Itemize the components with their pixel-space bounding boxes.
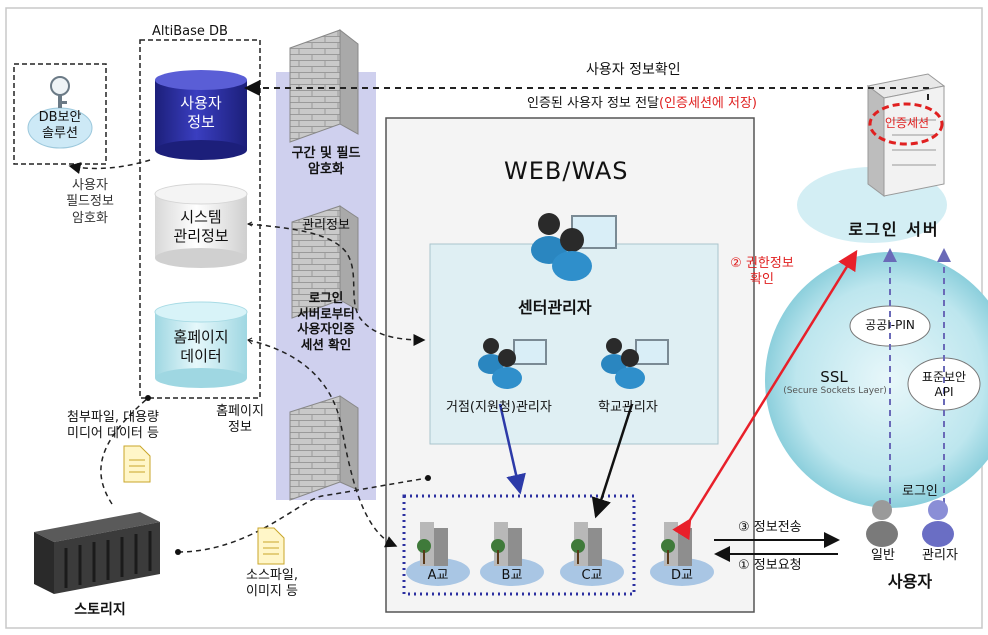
center-admin-label: 센터관리자 xyxy=(518,298,592,317)
ipin-label: 공공I-PIN xyxy=(865,318,915,332)
user-info-check-label: 사용자 정보확인 xyxy=(586,62,681,78)
firewall-homepage-line1: 홈페이지 xyxy=(216,404,264,419)
firewall-homepage-label: 홈페이지 정보 xyxy=(200,404,280,437)
key-icon xyxy=(50,76,70,108)
users-general-label: 일반 xyxy=(871,548,895,563)
user-db-line2: 정보 xyxy=(187,112,215,131)
auth-transfer-label: 인증된 사용자 정보 전달(인증세션에 저장) xyxy=(527,96,757,112)
auth-transfer-prefix: 인증된 사용자 정보 전달 xyxy=(527,96,659,111)
users-title: 사용자 xyxy=(887,572,933,591)
info-request-label: ① 정보요청 xyxy=(738,558,802,573)
storage-icon xyxy=(34,512,160,594)
school-c-icon xyxy=(560,522,624,586)
altibase-box xyxy=(139,39,261,399)
hub-to-school-arrow xyxy=(498,403,526,495)
firewall-session-label: 로그인 서버로부터 사용자인증 세션 확인 xyxy=(270,290,382,353)
firewall-session-line4: 세션 확인 xyxy=(300,336,352,352)
system-db-line2: 관리정보 xyxy=(173,226,229,245)
source-files-label: 소스파일, 이미지 등 xyxy=(232,568,312,601)
homepage-data-arrow xyxy=(247,339,398,548)
api-line1: 표준보안 xyxy=(921,370,967,384)
session-label: 인증세션 xyxy=(884,116,930,130)
source-files-line2: 이미지 등 xyxy=(246,584,298,600)
user-info-check-arrow xyxy=(244,80,929,100)
permission-check-arrow xyxy=(672,249,858,541)
users-admin-label: 관리자 xyxy=(922,548,958,563)
firewall-encrypt-line2: 암호화 xyxy=(308,162,344,178)
permission-line2: 확인 xyxy=(750,272,774,288)
user-db-cylinder xyxy=(155,70,247,160)
storage-label: 스토리지 xyxy=(74,602,126,618)
login-server-icon xyxy=(866,73,946,197)
hub-admin-label: 거점(지원청)관리자 xyxy=(446,400,552,415)
web-was-title: WEB/WAS xyxy=(504,157,629,185)
homepage-db-line1: 홈페이지 xyxy=(173,328,229,346)
db-security-label: DB보안 솔루션 xyxy=(28,110,92,143)
field-encryption-line2: 필드정보 xyxy=(66,194,114,210)
general-user-icon xyxy=(866,500,898,547)
firewall-mgmt-label: 관리정보 xyxy=(302,218,350,233)
db-security-line1: DB보안 xyxy=(38,110,82,125)
homepage-db-label: 홈페이지 데이터 xyxy=(161,328,241,366)
firewall-session-line2: 서버로부터 xyxy=(297,305,355,321)
storage-to-web-line xyxy=(177,477,429,553)
firewall-encrypt-label: 구간 및 필드 암호화 xyxy=(270,146,382,179)
attachments-line2: 미디어 데이터 등 xyxy=(67,426,159,442)
api-label: 표준보안 API xyxy=(910,370,978,400)
homepage-db-line2: 데이터 xyxy=(180,346,222,365)
school-group-box xyxy=(402,494,636,596)
source-document-icon xyxy=(257,527,285,565)
altibase-title: AltiBase DB xyxy=(152,24,228,39)
auth-transfer-suffix: (인증세션에 저장) xyxy=(659,96,757,111)
school-c-label: C교 xyxy=(581,568,603,583)
school-a-label: A교 xyxy=(427,568,449,583)
ssl-title: SSL xyxy=(820,368,848,386)
info-send-label: ③ 정보전송 xyxy=(738,520,802,535)
system-db-line1: 시스템 xyxy=(180,208,222,226)
system-db-cylinder xyxy=(154,183,248,268)
system-db-label: 시스템 관리정보 xyxy=(161,208,241,246)
permission-label: ② 권한정보 확인 xyxy=(712,256,812,289)
school-d-label: D교 xyxy=(671,568,693,583)
school-b-icon xyxy=(480,522,544,586)
school-admin-label: 학교관리자 xyxy=(598,400,658,415)
firewall-encrypt-line1: 구간 및 필드 xyxy=(291,146,361,161)
attachments-line1: 첨부파일, 대용량 xyxy=(67,410,159,425)
admin-user-icon xyxy=(922,500,954,547)
api-line2: API xyxy=(934,385,954,399)
hub-admin-icon xyxy=(478,338,547,389)
field-encryption-line3: 암호화 xyxy=(72,210,108,226)
center-admin-icon xyxy=(531,213,617,281)
ssl-subtitle: (Secure Sockets Layer) xyxy=(783,386,887,396)
school-admin-to-school-arrow xyxy=(591,403,634,519)
db-security-line2: 솔루션 xyxy=(42,126,78,142)
firewall-session-line3: 사용자인증 xyxy=(297,321,355,337)
firewall-wall-top xyxy=(289,28,359,143)
field-encryption-line1: 사용자 xyxy=(72,178,108,193)
field-encrypt-arrow xyxy=(68,159,151,174)
source-files-line1: 소스파일, xyxy=(246,568,298,583)
attachment-document-icon xyxy=(123,445,151,483)
firewall-wall-bottom xyxy=(289,395,359,501)
field-encryption-label: 사용자 필드정보 암호화 xyxy=(48,178,132,227)
login-server-label: 로그인 서버 xyxy=(848,220,940,239)
school-a-icon xyxy=(406,522,470,586)
storage-to-db-line xyxy=(100,397,149,505)
school-b-label: B교 xyxy=(501,568,523,583)
users-login-label: 로그인 xyxy=(902,484,938,499)
firewall-session-line1: 로그인 xyxy=(308,290,344,305)
homepage-db-cylinder xyxy=(154,301,248,388)
school-admin-icon xyxy=(601,338,669,389)
attachments-label: 첨부파일, 대용량 미디어 데이터 등 xyxy=(48,410,178,443)
firewall-homepage-line2: 정보 xyxy=(228,420,252,436)
user-db-label: 사용자 정보 xyxy=(161,94,241,132)
user-db-line1: 사용자 xyxy=(180,94,222,112)
system-mgmt-arrow xyxy=(247,223,426,346)
permission-line1: ② 권한정보 xyxy=(730,256,794,271)
